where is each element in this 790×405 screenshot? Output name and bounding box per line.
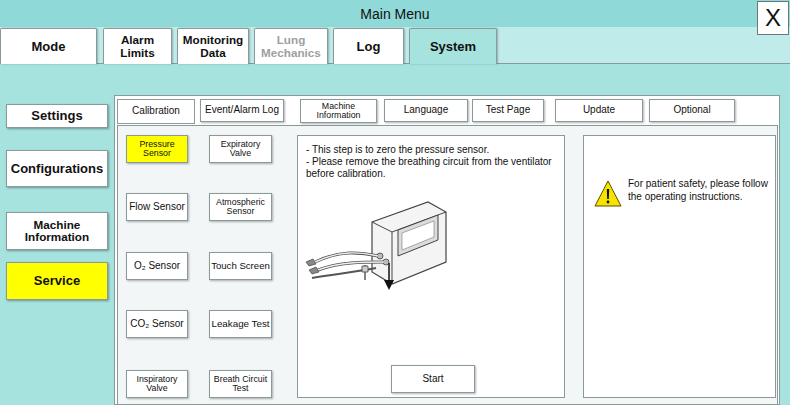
menu-tab: Monitoring Data <box>177 28 249 64</box>
sub-tab: Language <box>384 99 468 122</box>
sub-tab: Event/Alarm Log <box>200 99 284 122</box>
label-text: Log <box>357 40 381 54</box>
window-title: Main Menu <box>0 0 790 27</box>
side-button: Configurations <box>6 150 108 187</box>
menu-tab-disabled: Lung Mechanics <box>254 28 328 64</box>
label-text: Atmospheric Sensor <box>210 198 271 216</box>
label-text: Pressure Sensor <box>127 140 187 158</box>
label-text: Lung Mechanics <box>255 34 327 59</box>
label-text: CO₂ Sensor <box>130 319 183 330</box>
label-text: Machine Information <box>301 102 376 120</box>
label-text: Monitoring Data <box>178 34 248 59</box>
label-text: Update <box>583 105 615 116</box>
warning-ground <box>583 135 776 398</box>
label-text: Alarm Limits <box>104 34 171 59</box>
label-text: Flow Sensor <box>129 202 185 213</box>
side-button: Machine Information <box>6 212 108 250</box>
calibration-button: Flow Sensor <box>126 193 188 221</box>
sub-tab: Machine Information <box>300 99 377 123</box>
side-button: Settings <box>6 104 108 128</box>
label-text: Touch Screen <box>211 261 270 271</box>
label-text: Settings <box>31 109 82 123</box>
calibration-button-selected: Pressure Sensor <box>126 135 188 163</box>
calibration-button: Touch Screen <box>209 252 272 280</box>
instruction-panel: - This step is to zero the pressure sens… <box>297 135 565 398</box>
sub-tab: Optional <box>649 99 735 122</box>
sub-tab-selected: Calibration <box>117 99 195 124</box>
label-text: Leakage Test <box>211 319 269 329</box>
warning-panel: For patient safety, please follow the op… <box>583 135 776 398</box>
calibration-button: CO₂ Sensor <box>126 310 188 338</box>
calibration-button: Inspiratory Valve <box>126 370 188 398</box>
calibration-button: O₂ Sensor <box>126 252 188 280</box>
label-text: - Please remove the breathing circuit fr… <box>306 156 556 180</box>
calibration-button: Expiratory Valve <box>209 135 272 163</box>
label-text: System <box>430 40 476 54</box>
label-text: Event/Alarm Log <box>205 105 279 116</box>
menu-tab-active: System <box>409 28 497 64</box>
label-text: Calibration <box>132 106 180 117</box>
label-text: Language <box>404 105 449 116</box>
label-text: Test Page <box>486 105 530 116</box>
start-button: Start <box>391 365 475 393</box>
label-text: Optional <box>673 105 710 116</box>
label-text: Mode <box>32 40 66 54</box>
menu-tab: Log <box>333 28 404 64</box>
label-text: O₂ Sensor <box>134 261 180 272</box>
calibration-button: Breath Circuit Test <box>209 370 272 398</box>
label-text: For patient safety, please follow the op… <box>628 178 769 203</box>
side-button-selected: Service <box>6 262 108 300</box>
calibration-button: Leakage Test <box>209 310 272 338</box>
label-text: Breath Circuit Test <box>210 375 271 393</box>
calibration-button: Atmospheric Sensor <box>209 193 272 221</box>
label-text: Service <box>34 274 80 288</box>
label-text: Expiratory Valve <box>210 140 271 158</box>
menu-tab: Mode <box>0 28 97 64</box>
label-text: - This step is to zero the pressure sens… <box>306 144 489 156</box>
label-text: Start <box>422 374 443 385</box>
menu-tab: Alarm Limits <box>103 28 172 64</box>
sub-tab: Update <box>555 99 643 122</box>
label-text: Machine Information <box>7 219 107 244</box>
label-text: X <box>765 6 781 30</box>
close-button: X <box>757 1 789 35</box>
label-text: Inspiratory Valve <box>127 375 187 393</box>
sub-tab: Test Page <box>472 99 544 122</box>
label-text: Configurations <box>11 162 103 176</box>
